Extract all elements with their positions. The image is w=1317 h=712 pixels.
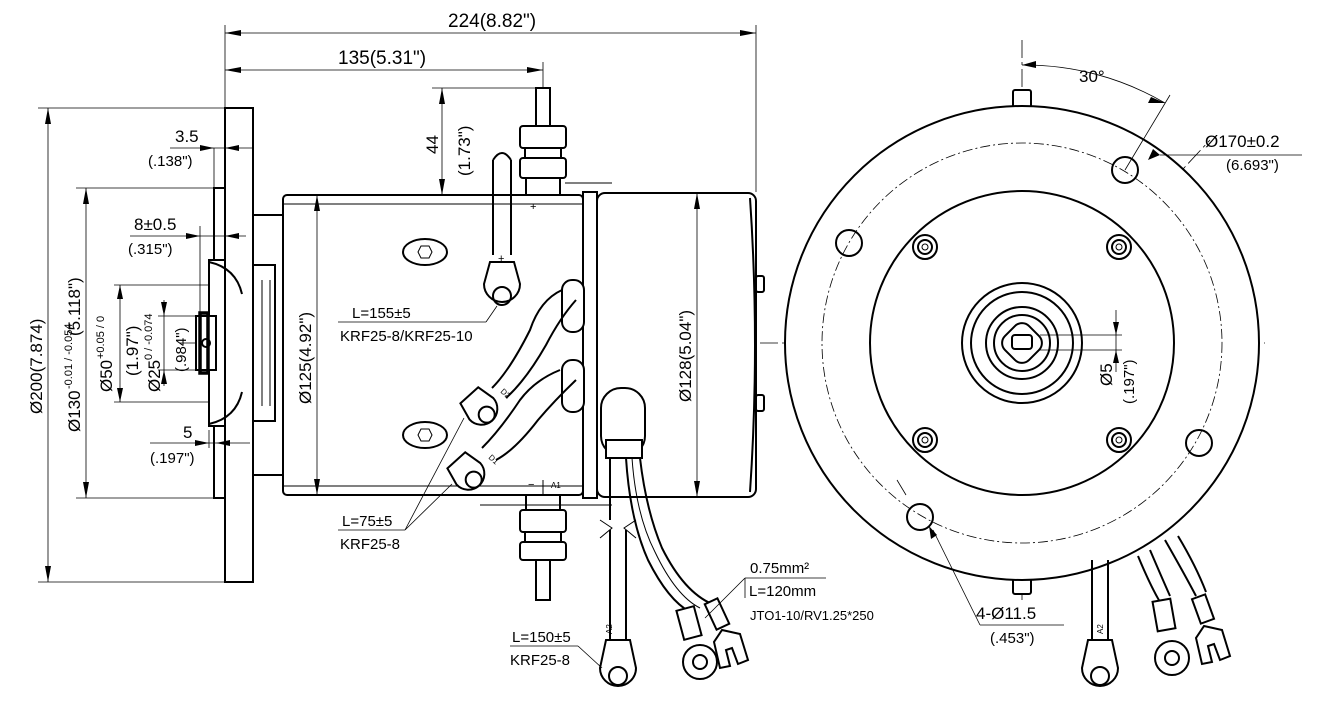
fastener-1 (912, 234, 938, 260)
keyway-slot (1011, 334, 1033, 350)
bearing-boss-circle (961, 282, 1083, 404)
boss-chamfer (208, 261, 243, 425)
side-view: + − A1 + D2 D1 (180, 87, 790, 687)
dim-shaft-step-in: (.197") (150, 450, 195, 467)
drive-end-bearing (252, 264, 276, 422)
end-view: A2 (784, 40, 1265, 687)
mounting-hole-1 (1111, 156, 1139, 184)
dim-flange-diameter: Ø200(7.874) (27, 319, 46, 414)
minus-mark: − (528, 479, 534, 491)
lead-lug-ring (675, 604, 718, 680)
dim-bolt-angle: 30° (1079, 67, 1105, 86)
dim-bolt-circle-in: (6.693") (1226, 157, 1279, 174)
callout-field-length: L=75±5 (342, 513, 392, 530)
callout-main-terminal: KRF25-8/KRF25-10 (340, 328, 473, 345)
dim-shaft-diameter: Ø25 (145, 360, 164, 392)
shaft-collar (198, 311, 210, 375)
dim-body-diameter: Ø125(4.92") (296, 312, 315, 404)
mounting-hole-4 (835, 229, 863, 257)
callout-main-length: L=155±5 (352, 305, 411, 322)
main-cable (492, 152, 512, 255)
dim-shaft-diameter-tol: 0 / -0.074 (143, 314, 155, 360)
fastener-2 (1106, 234, 1132, 260)
dim-keyway-mm: Ø5 (1097, 363, 1116, 386)
side-callouts: L=155±5 KRF25-8/KRF25-10 L=75±5 KRF25-8 … (338, 305, 874, 669)
a1-mark: A1 (551, 481, 561, 490)
shaft-key-flat (1001, 322, 1043, 364)
brush-holder-upper (561, 279, 585, 333)
end-stud-bottom (755, 394, 765, 412)
end-view-a2-cable (1080, 560, 1120, 687)
pilot-circle (869, 190, 1175, 496)
dim-overall-length: 224(8.82") (448, 11, 536, 32)
main-lug-hole (492, 286, 512, 306)
bearing-inner-circle (970, 291, 1074, 395)
brush-holder-lower (561, 359, 585, 413)
body-boss-lower (402, 421, 448, 449)
fastener-4 (1106, 427, 1132, 453)
mounting-flange (224, 107, 254, 583)
a1-terminal-stud (480, 480, 612, 601)
main-cable-lug (482, 261, 522, 303)
field-cable-d1 (481, 369, 577, 461)
dim-terminal-offset: 135(5.31") (338, 48, 426, 69)
angle-arc (1021, 64, 1166, 104)
dim-holes-mm: 4-Ø11.5 (976, 604, 1036, 623)
shaft-circle (993, 314, 1051, 372)
callout-a2-terminal: KRF25-8 (510, 652, 570, 669)
callout-lead-size: 0.75mm² (750, 560, 809, 577)
d1-lug (446, 451, 486, 491)
dim-keyway-in: (.197") (1121, 359, 1138, 404)
callout-a2-length: L=150±5 (512, 629, 571, 646)
brush-band (582, 191, 598, 499)
dim-shaft-diameter-in: (.984") (173, 327, 190, 372)
positive-terminal-stud (519, 87, 612, 196)
end-stud-top (755, 275, 765, 293)
a2-mark-side: A2 (605, 624, 614, 634)
dim-pilot-depth-in: (.315") (128, 241, 173, 258)
plus-mark-top: + (530, 201, 536, 213)
callout-lead-terminal: JTO1-10/RV1.25*250 (750, 608, 874, 623)
lead-lug-fork (703, 597, 750, 670)
dim-holes-in: (.453") (990, 630, 1035, 647)
fastener-3 (912, 427, 938, 453)
dim-endcap-diameter: Ø128(5.04") (676, 310, 695, 402)
bolt-circle (821, 142, 1223, 544)
dim-flange-thickness-mm: 3.5 (175, 127, 199, 146)
d2-lug (459, 386, 499, 426)
dim-boss-diameter-in: (1.97") (123, 326, 142, 376)
end-dimensions: 30° Ø170±0.2 (6.693") Ø5 (.197") 4-Ø11.5… (896, 61, 1302, 647)
dim-bolt-circle-mm: Ø170±0.2 (1205, 132, 1280, 151)
dim-shaft-step-mm: 5 (183, 423, 192, 442)
dim-boss-diameter: Ø50 (97, 360, 116, 392)
shaft-key (201, 338, 211, 348)
dim-pilot-diameter-in: (5.118") (65, 277, 84, 336)
mounting-hole-3 (906, 503, 934, 531)
body-boss-upper (402, 238, 448, 266)
plus-mark-cable: + (498, 253, 504, 265)
dim-pilot-diameter-tol: -0.01 / -0.054 (63, 324, 75, 389)
dim-flange-thickness-in: (.138") (148, 153, 193, 170)
callout-field-terminal: KRF25-8 (340, 536, 400, 553)
callout-lead-length: L=120mm (749, 583, 816, 600)
side-dimensions: 224(8.82") 135(5.31") 44 (1.73") 3.5 (.1… (27, 11, 757, 583)
a2-mark-end: A2 (1096, 624, 1105, 634)
field-cable-d2 (491, 289, 577, 399)
end-cap-edge (749, 197, 756, 493)
dim-boss-diameter-tol: +0.05 / 0 (95, 316, 107, 359)
brush-lead-plug (600, 387, 713, 613)
mounting-hole-2 (1185, 429, 1213, 457)
a2-cable (598, 519, 638, 687)
shaft-collar-circle (985, 306, 1059, 380)
dim-pilot-depth-mm: 8±0.5 (134, 215, 176, 234)
dim-terminal-height-in: (1.73") (455, 126, 474, 176)
dim-pilot-diameter: Ø130 (65, 390, 84, 432)
dim-terminal-height-mm: 44 (423, 135, 442, 154)
end-view-leads (1137, 535, 1232, 676)
